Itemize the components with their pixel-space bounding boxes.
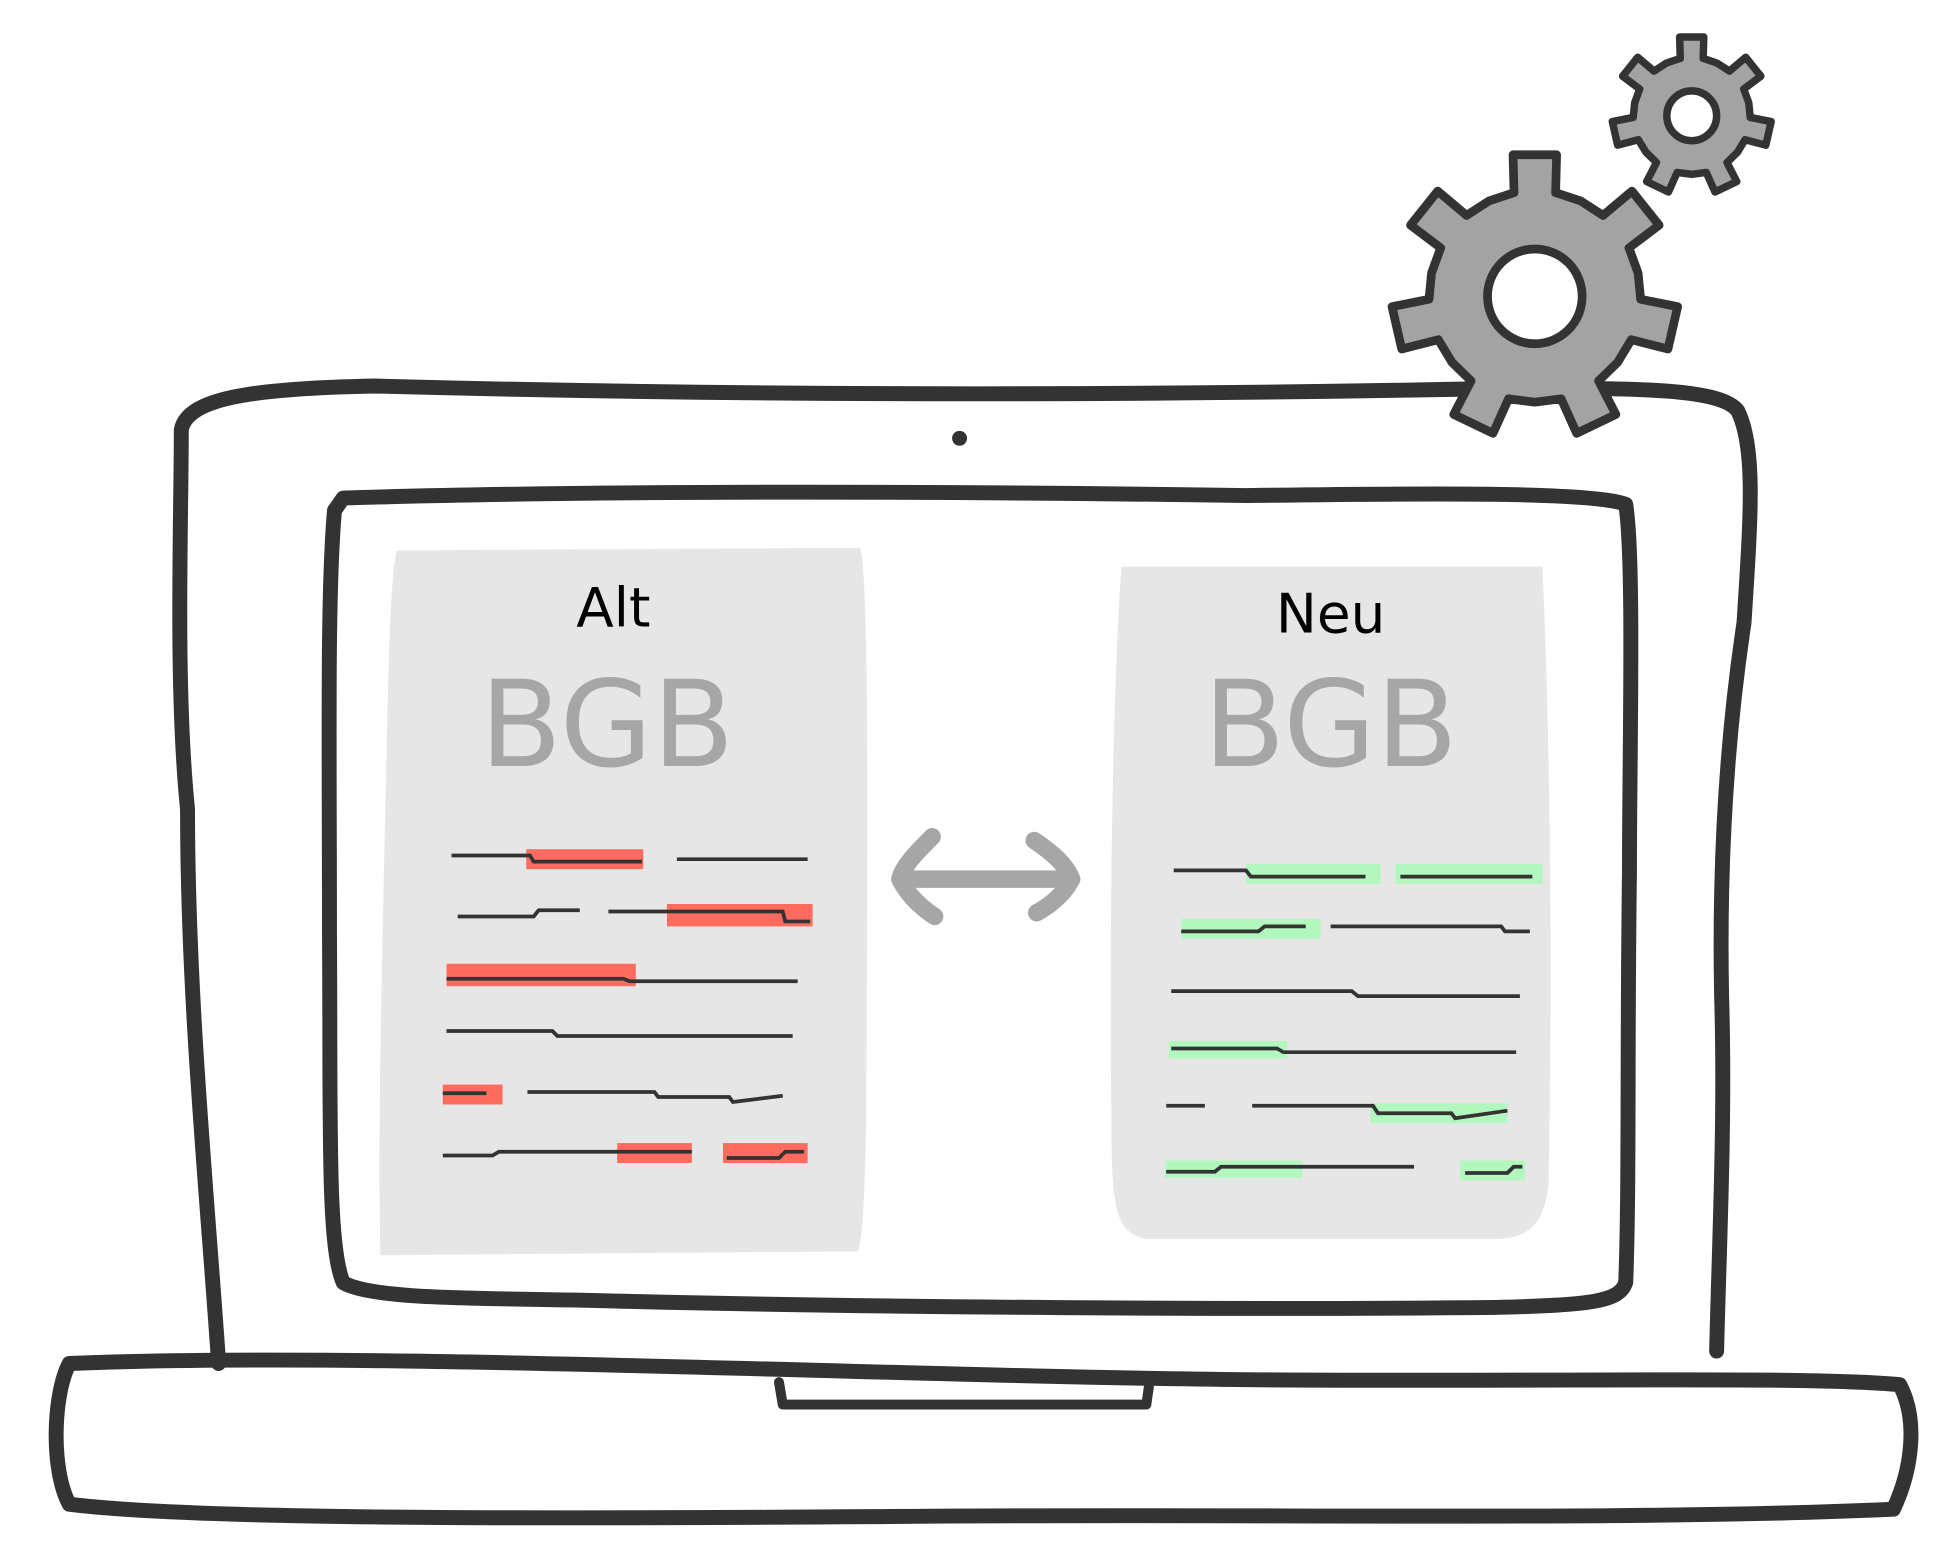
gear-large-icon [1387, 150, 1683, 438]
document-old-title: BGB [480, 656, 734, 795]
document-new: Neu BGB [1110, 566, 1551, 1239]
laptop-lid [172, 378, 1758, 1371]
document-old-label: Alt [576, 575, 650, 639]
gear-small-icon [1608, 33, 1775, 196]
laptop-notch [774, 1377, 1154, 1410]
added-highlight [1181, 918, 1321, 939]
document-old-icon [379, 547, 868, 1256]
added-highlight [1245, 864, 1381, 885]
document-new-label: Neu [1276, 582, 1385, 646]
removed-highlight [526, 849, 644, 870]
added-highlight [1395, 864, 1543, 885]
document-new-title: BGB [1203, 656, 1458, 795]
added-highlight [1165, 1160, 1302, 1178]
text-lines-new [1165, 864, 1543, 1181]
laptop-base [48, 1352, 1919, 1526]
double-arrow-icon [891, 828, 1081, 926]
removed-highlight [446, 963, 636, 987]
document-old: Alt BGB [379, 547, 868, 1256]
camera-icon [952, 430, 968, 446]
text-lines-old [442, 849, 813, 1164]
added-highlight [1460, 1160, 1525, 1181]
laptop-screen [321, 484, 1639, 1316]
document-new-icon [1110, 566, 1551, 1239]
